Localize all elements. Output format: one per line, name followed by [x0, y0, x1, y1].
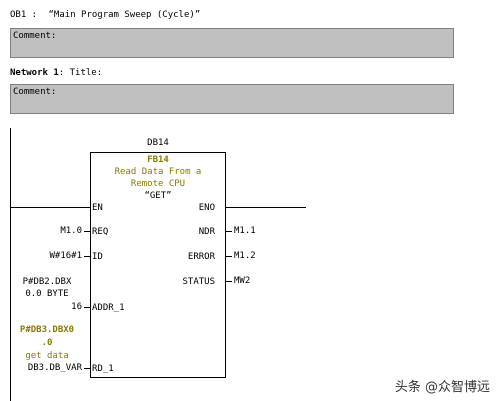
power-rail: [10, 128, 11, 401]
operand-error[interactable]: M1.2: [234, 251, 256, 261]
operand-rd-comment: get data: [25, 351, 69, 361]
network-label: Network 1: [10, 68, 59, 78]
pin-id: ID: [92, 252, 103, 262]
network-comment-box[interactable]: Comment:: [10, 84, 454, 114]
network-header[interactable]: Network 1: Title:: [10, 68, 102, 78]
fb-symbol: “GET”: [144, 191, 172, 201]
operand-rd-line1[interactable]: P#DB3.DBX0: [19, 325, 75, 335]
operand-rd-line4[interactable]: DB3.DB_VAR: [27, 363, 82, 373]
pin-req: REQ: [92, 227, 109, 237]
operand-addr-line2: 0.0 BYTE: [25, 289, 69, 299]
ob-header: OB1 : “Main Program Sweep (Cycle)”: [10, 10, 200, 20]
status-wire: [226, 281, 232, 282]
operand-id[interactable]: W#16#1: [49, 251, 82, 261]
operand-status[interactable]: MW2: [234, 276, 251, 286]
eno-wire: [226, 207, 306, 208]
operand-addr-line3: 16: [71, 302, 82, 312]
pin-error: ERROR: [187, 252, 215, 262]
ob-title: “Main Program Sweep (Cycle)”: [48, 10, 201, 20]
req-wire: [84, 231, 90, 232]
network-comment-label: Comment:: [13, 87, 57, 97]
block-comment-label: Comment:: [13, 31, 57, 41]
operand-req[interactable]: M1.0: [60, 226, 82, 236]
operand-ndr[interactable]: M1.1: [234, 226, 256, 236]
fb-name: FB14: [147, 155, 169, 165]
network-title-label: : Title:: [58, 68, 103, 78]
pin-ndr: NDR: [198, 227, 215, 237]
ob-label: OB1 :: [10, 10, 38, 20]
error-wire: [226, 256, 232, 257]
en-wire: [10, 207, 90, 208]
id-wire: [84, 256, 90, 257]
block-comment-box[interactable]: Comment:: [10, 28, 454, 58]
pin-rd-1: RD_1: [92, 364, 114, 374]
watermark-text: 头条 @众智博远: [394, 380, 490, 395]
pin-en: EN: [92, 203, 103, 213]
operand-rd-line2: .0: [41, 338, 53, 348]
ndr-wire: [226, 231, 232, 232]
fb-description-line2: Remote CPU: [130, 179, 186, 189]
fb-description-line1: Read Data From a: [114, 167, 202, 177]
instance-db-label[interactable]: DB14: [147, 138, 169, 148]
rd-wire: [84, 368, 90, 369]
fb-box[interactable]: FB14 Read Data From a Remote CPU “GET” E…: [90, 152, 226, 378]
addr-wire: [84, 307, 90, 308]
pin-status: STATUS: [182, 277, 215, 287]
pin-eno: ENO: [198, 203, 215, 213]
operand-addr-line1[interactable]: P#DB2.DBX: [22, 277, 72, 287]
pin-addr-1: ADDR_1: [92, 303, 125, 313]
